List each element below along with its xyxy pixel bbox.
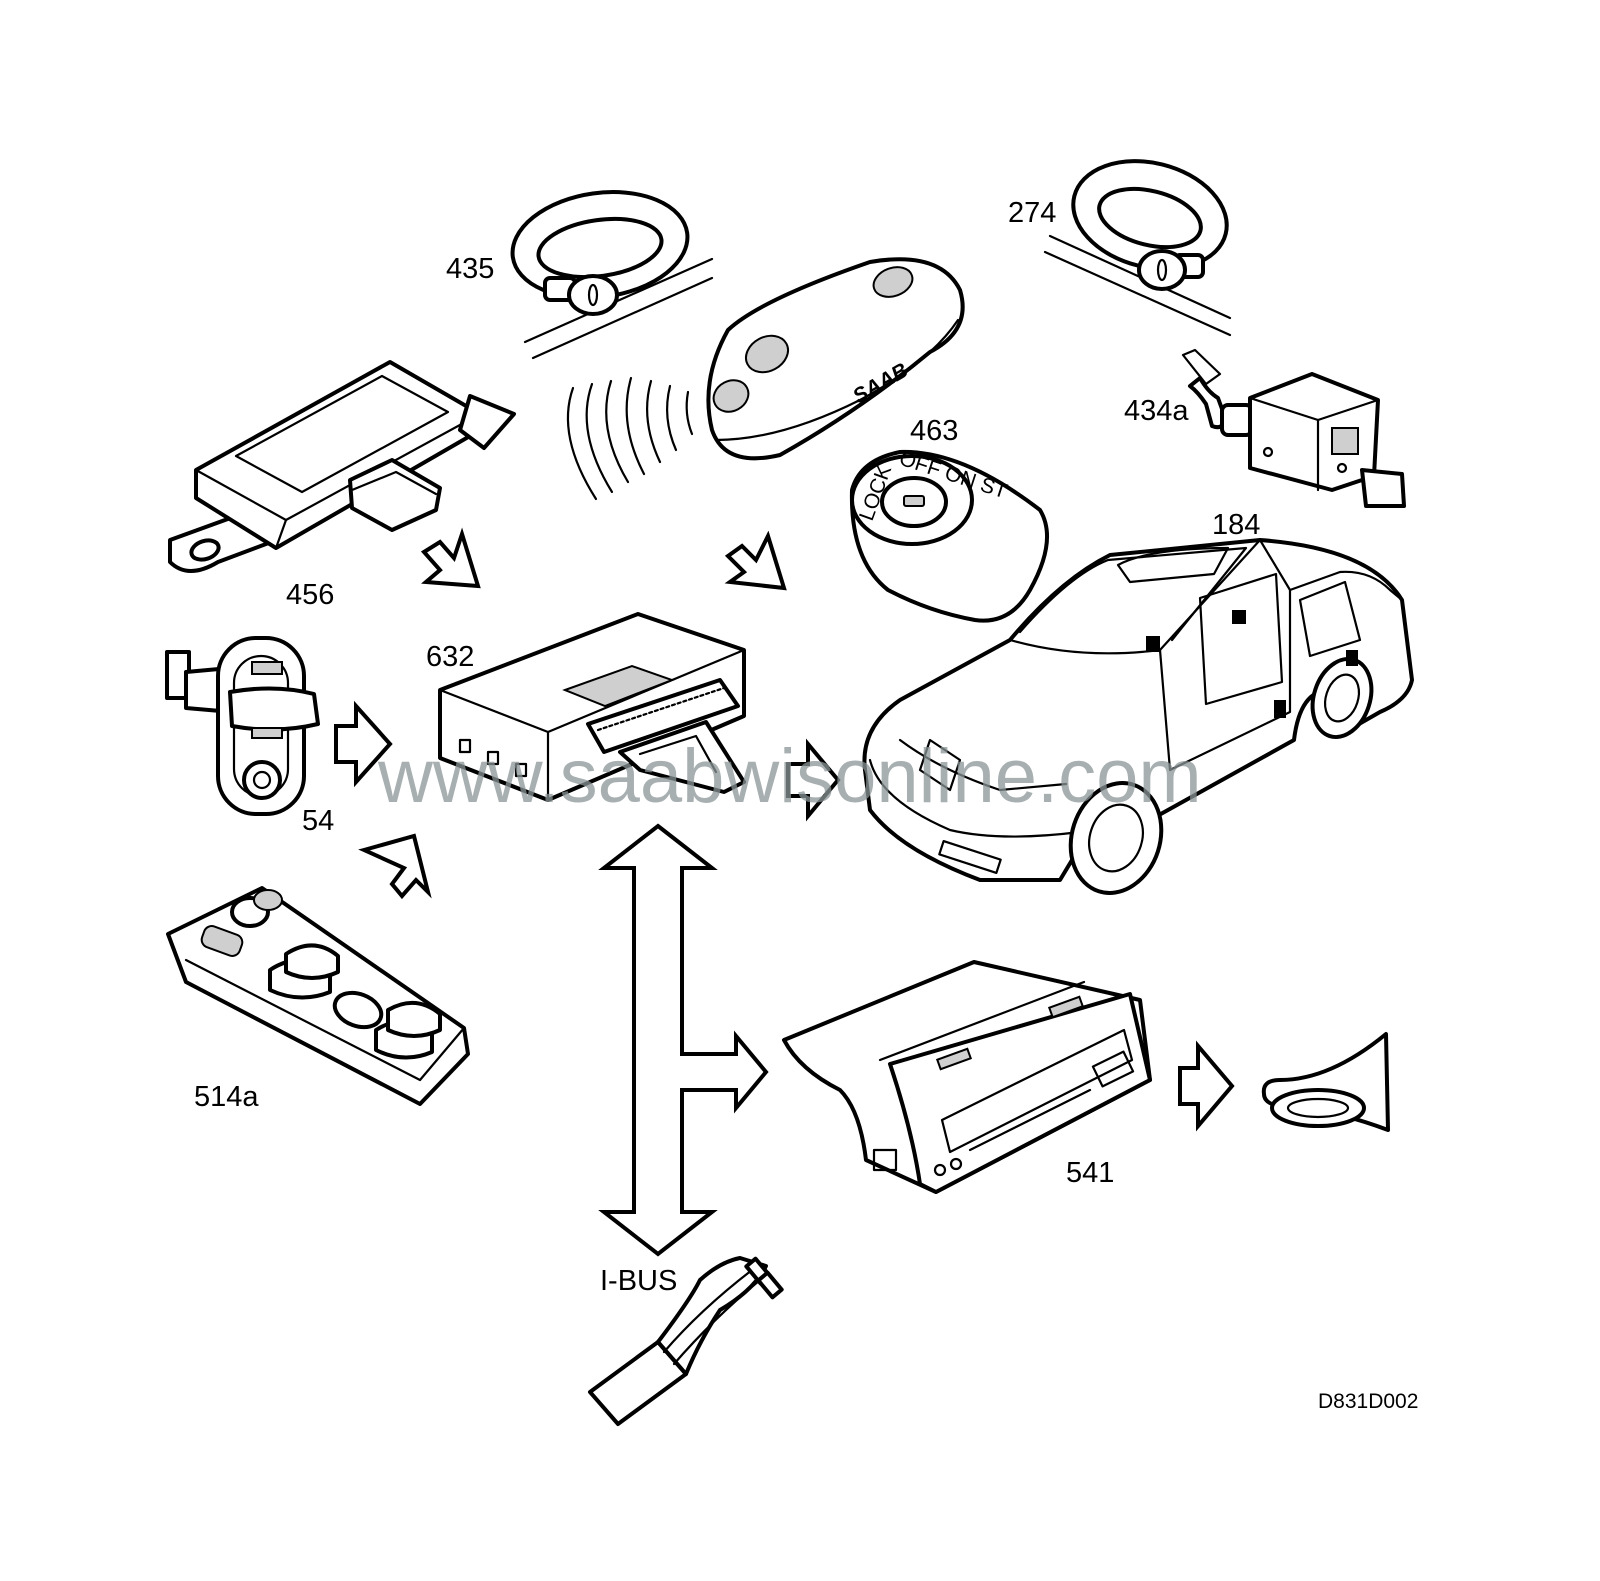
- label-54: 54: [302, 805, 334, 837]
- label-274: 274: [1008, 197, 1056, 229]
- door-handle-lock-274: [1043, 159, 1232, 337]
- label-435: 435: [446, 253, 494, 285]
- ibus-cable: [588, 1256, 784, 1426]
- horn-icon: [1261, 1032, 1390, 1132]
- car-184: [862, 538, 1414, 895]
- arrow-54-to-632-icon: [334, 700, 393, 788]
- ignition-switch-463: LOCK OFF ON ST: [849, 447, 1050, 623]
- door-switch-54: [165, 636, 320, 816]
- arrow-ibus-double-icon: [598, 823, 769, 1257]
- control-unit-632: [438, 612, 746, 802]
- label-541: 541: [1066, 1157, 1114, 1189]
- watermark: www.saabwisonline.com: [377, 734, 1202, 819]
- label-184: 184: [1212, 509, 1260, 541]
- drawing-id: D831D002: [1318, 1390, 1418, 1413]
- label-ibus: I-BUS: [600, 1265, 677, 1297]
- arrow-632-to-car-icon: [786, 738, 841, 822]
- label-434a: 434a: [1124, 395, 1189, 427]
- label-463: 463: [910, 415, 958, 447]
- arrow-541-to-horn-icon: [1178, 1040, 1235, 1132]
- key-button-trunk-icon: [872, 266, 914, 298]
- key-button-lock-icon: [712, 379, 750, 413]
- receiver-module-456: [168, 360, 516, 573]
- label-632: 632: [426, 641, 474, 673]
- arrow-456-to-632-icon: [420, 527, 481, 589]
- key-button-unlock-icon: [744, 334, 790, 374]
- label-514a: 514a: [194, 1081, 259, 1113]
- flow-arrows: [334, 527, 1235, 1257]
- arrow-key-to-632-icon: [724, 530, 787, 591]
- window-switch-panel-514a: [166, 886, 470, 1106]
- information-display-541: [782, 960, 1152, 1194]
- lock-actuator-434a: [1181, 348, 1406, 508]
- arrow-514a-to-632-icon: [358, 833, 432, 900]
- label-456: 456: [286, 579, 334, 611]
- door-handle-lock-435: [510, 190, 714, 360]
- radio-waves-icon: [566, 376, 694, 501]
